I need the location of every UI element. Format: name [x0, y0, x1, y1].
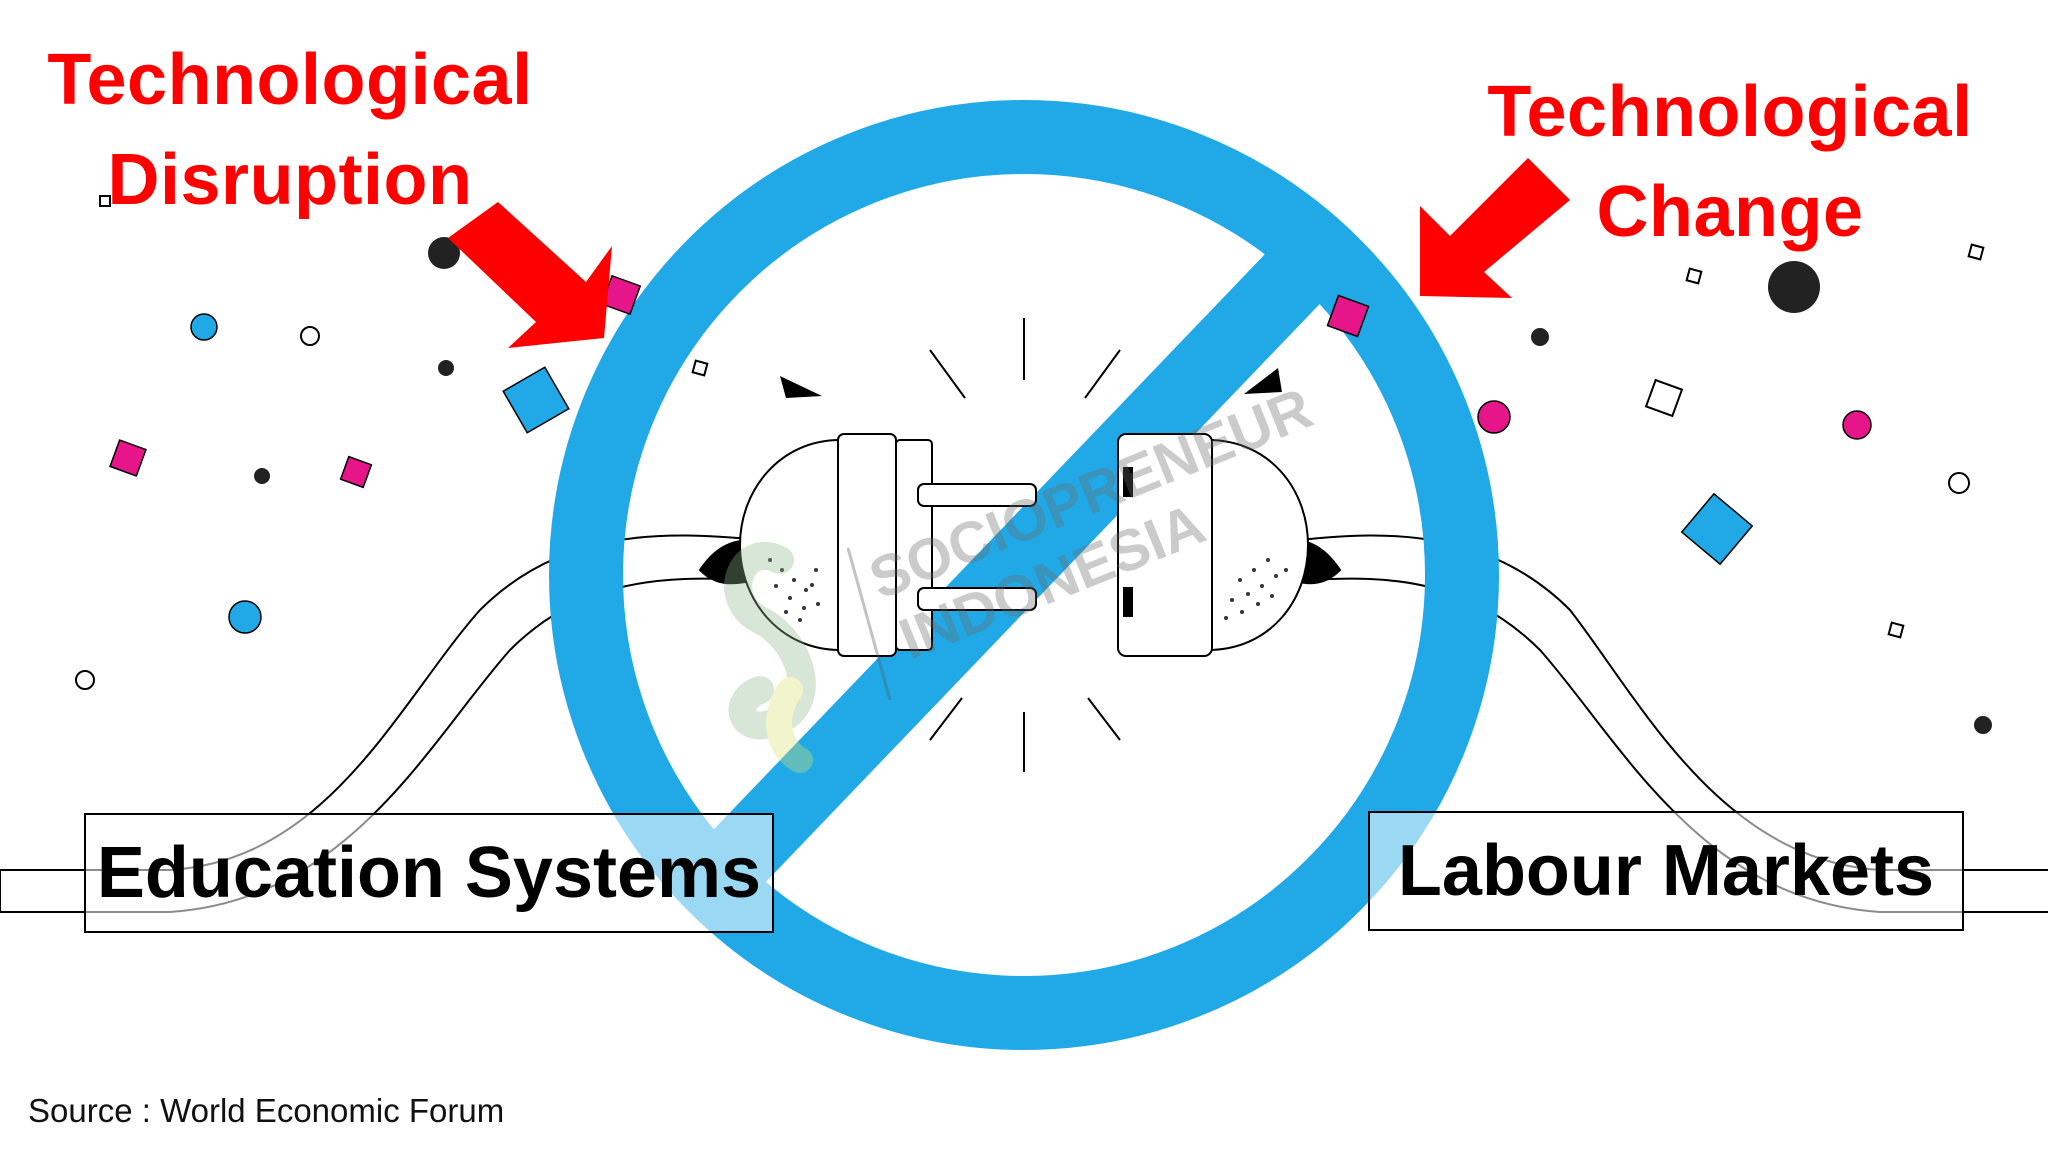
spark-lines — [929, 318, 1121, 772]
triangle-decoration — [780, 376, 822, 398]
education-systems-box: Education Systems — [84, 813, 774, 933]
unplugged-plug-icon — [698, 433, 1037, 657]
source-caption: Source : World Economic Forum — [28, 1092, 505, 1129]
triangle-decoration — [1244, 368, 1282, 394]
technological-disruption-label: Technological Disruption — [40, 30, 540, 230]
labour-markets-box: Labour Markets — [1368, 811, 1964, 931]
red-arrow-icon — [448, 202, 612, 348]
disruption-line2: Disruption — [107, 140, 473, 220]
red-arrow-icon — [1420, 158, 1570, 298]
confetti-right — [1326, 243, 1992, 734]
no-sign-icon — [549, 100, 1499, 1050]
change-line1: Technological — [1487, 72, 1973, 152]
change-line2: Change — [1596, 172, 1864, 252]
confetti-left — [75, 195, 709, 690]
education-systems-label: Education Systems — [96, 833, 762, 913]
technological-change-label: Technological Change — [1480, 62, 1980, 262]
disruption-line1: Technological — [47, 40, 533, 120]
unplugged-socket-icon — [1117, 433, 1342, 657]
labour-markets-label: Labour Markets — [1397, 831, 1935, 911]
